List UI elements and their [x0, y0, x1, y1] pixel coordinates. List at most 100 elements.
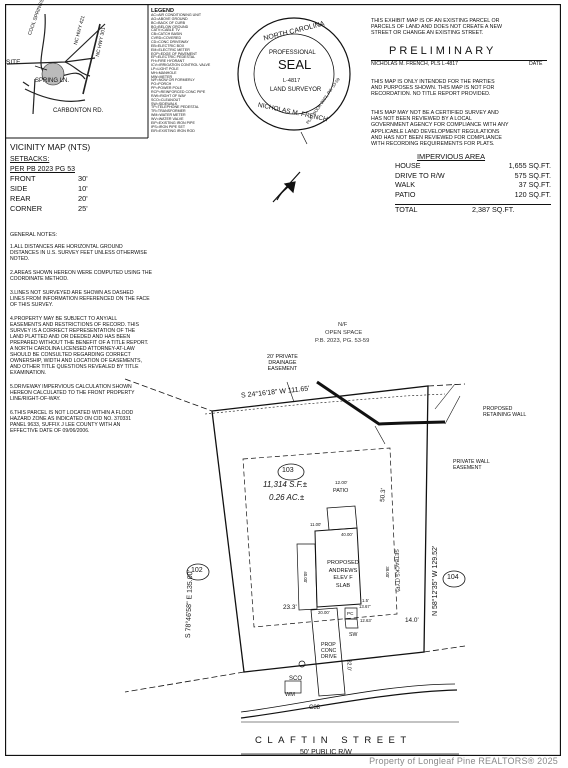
impervious-row-label: PATIO [395, 189, 416, 199]
retaining-wall-label: PROPOSED RETAINING WALL [483, 406, 527, 419]
impervious-row-value: 37 SQ.FT. [518, 180, 551, 189]
house-label-line: PROPOSED [327, 560, 359, 566]
right-of-way-label: 50' PUBLIC R/W [300, 749, 352, 756]
legend-item: EP=ELECTRIC PEDESTAL [151, 55, 196, 60]
general-note: 6.THIS PARCEL IS NOT LOCATED WITHIN A FL… [10, 410, 134, 434]
preliminary-stamp: PRELIMINARY [389, 45, 497, 57]
legend-item: CD=CONC DRIVEWAY [151, 39, 189, 44]
legend-item: TP=TELEPHONE PEDESTAL [151, 105, 199, 110]
setbacks-ref: PER PB 2023 PG 53 [10, 166, 75, 173]
walk-dim: 1.5' [362, 598, 369, 603]
legend-item: TR=TRANSFORMER [151, 109, 186, 114]
general-note: 1.ALL DISTANCES ARE HORIZONTAL GROUND DI… [10, 244, 148, 262]
open-space-ref: P.B. 2023, PG. 53-59 [315, 338, 370, 344]
seal-professional: PROFESSIONAL [269, 50, 316, 56]
legend-item: EOP=EDGE OF PAVEMENT [151, 51, 198, 56]
street-name: CLAFTIN STREET [255, 735, 412, 746]
legend-item: R/W=RIGHT OF WAY [151, 93, 186, 98]
lot-area: 11,314 S.F.± [263, 480, 308, 489]
general-note: 4.PROPERTY MAY BE SUBJECT TO ANY/ALL EAS… [10, 316, 149, 376]
adjacent-lot-left: 102 [191, 567, 203, 574]
exhibit-note: THIS EXHIBIT MAP IS OF AN EXISTING PARCE… [371, 18, 502, 37]
impervious-total-value: 2,387 SQ.FT. [472, 205, 515, 214]
setback-label: SIDE [10, 184, 28, 193]
legend-item: EB=ELECTRIC BOX [151, 43, 185, 48]
sidewalk-label: SW [349, 632, 358, 638]
nf-label: N/F [338, 322, 348, 328]
legend-item: BG=BELOW GROUND [151, 24, 189, 29]
house-dim: 40.00' [302, 571, 308, 583]
legend-item: FH=FIRE HYDRANT [151, 59, 185, 64]
house-dim: 38.00' [384, 566, 390, 578]
patio-dim: 12.00' [335, 480, 348, 485]
legend-item: AG=ABOVE GROUND [151, 16, 188, 21]
setback-label: REAR [10, 194, 31, 203]
setback-label: CORNER [10, 204, 43, 213]
driveway-label: PROP CONC DRIVE [321, 642, 337, 661]
impervious-row-label: DRIVE TO R/W [395, 170, 445, 180]
signature-line [371, 60, 547, 61]
drive-dim: 32.0' [345, 659, 352, 671]
open-space-label: OPEN SPACE [325, 330, 363, 336]
vicinity-title: VICINITY MAP (NTS) [10, 142, 91, 152]
seal-number: L-4817 [283, 78, 301, 84]
impervious-total-rule [395, 204, 551, 205]
legend-item: MW=METER [151, 74, 173, 79]
legend-item: SW=SIDEWALK [151, 101, 178, 106]
setback-value: 20' [78, 194, 88, 203]
legend-item: N/F=NOW OR FORMERLY [151, 78, 195, 83]
curve-label: C88 [309, 705, 321, 711]
road-label: CARBONTON RD. [53, 108, 104, 114]
impervious-row-value: 1,655 SQ.FT. [508, 161, 551, 170]
legend-item: MH=MANHOLE [151, 70, 177, 75]
legend-item: WV=WATER VALVE [151, 116, 184, 121]
legend-item: LP=LIGHT POLE [151, 66, 179, 71]
impervious-row-value: 120 SQ.FT. [514, 189, 551, 199]
rear-setback-dim: 50.3' [379, 487, 388, 503]
legend-item: CB=CATCH BASIN [151, 32, 182, 37]
house-dim: 20.00' [318, 610, 330, 615]
side-setback-dim: 14.0' [405, 617, 419, 624]
house-dim: 40.00' [341, 532, 353, 537]
impervious-row-label: WALK [395, 180, 416, 189]
setback-value: 10' [78, 184, 88, 193]
setbacks-title: SETBACKS: [10, 156, 50, 163]
lot-acres: 0.26 AC.± [269, 493, 305, 502]
seal-word: SEAL [278, 57, 312, 72]
adjacent-lot-right: 104 [447, 574, 459, 581]
impervious-title: IMPERVIOUS AREA [417, 152, 486, 161]
watermark: Property of Longleaf Pine REALTORS® 2025 [369, 756, 558, 766]
surveyor-seal [237, 17, 351, 131]
impervious-row-label: HOUSE [395, 161, 421, 170]
water-meter-label: WM [285, 692, 295, 698]
general-note: 2.AREAS SHOWN HEREON WERE COMPUTED USING… [10, 270, 152, 282]
side-setback-dim: 23.3' [283, 604, 297, 611]
seal-bottom: LAND SURVEYOR [270, 87, 322, 93]
legend-item: ICV=IRRIGATION CONTROL VALVE [151, 63, 211, 68]
lot-number: 103 [282, 467, 294, 474]
legend-item: CATV=CABLE TV [151, 28, 180, 33]
house-label-line: ELEV F [333, 575, 353, 582]
general-notes-title: GENERAL NOTES: [10, 232, 58, 238]
impervious-total-label: TOTAL [395, 205, 418, 214]
road-label: SPRING LN. [35, 78, 70, 84]
house-dim: 11.00' [310, 522, 322, 527]
legend-item: AC=AIR CONDITIONING UNIT [151, 13, 202, 17]
legend-item: EIR=EXISTING IRON ROD [151, 128, 195, 133]
setback-value: 30' [78, 174, 88, 183]
setback-value: 25' [78, 204, 88, 213]
general-note: 5.DRIVEWAY IMPERVIOUS CALCULATION SHOWN … [10, 384, 135, 402]
walk-dim: 13.67' [359, 604, 371, 609]
legend-item: SCO=CLEANOUT [151, 97, 181, 102]
legend-item: CVRD=COVERED [151, 36, 182, 41]
legend-item: PO=PORCH [151, 82, 172, 87]
north-arrow-icon [272, 171, 301, 203]
parties-note: THIS MAP IS ONLY INTENDED FOR THE PARTIE… [371, 79, 495, 98]
plot-plan-document: COOL SPRINGS RD. NC HWY 421 NC HWY 301 S… [5, 0, 561, 756]
legend-title: LEGEND [151, 8, 174, 14]
cleanout-label: SCO [289, 676, 303, 682]
plat-drawing [5, 4, 561, 756]
drainage-easement-label: 20' PRIVATE DRAINAGE EASEMENT [267, 354, 298, 373]
legend-item: RCP=REINFORCED CONC PIPE [151, 90, 206, 94]
